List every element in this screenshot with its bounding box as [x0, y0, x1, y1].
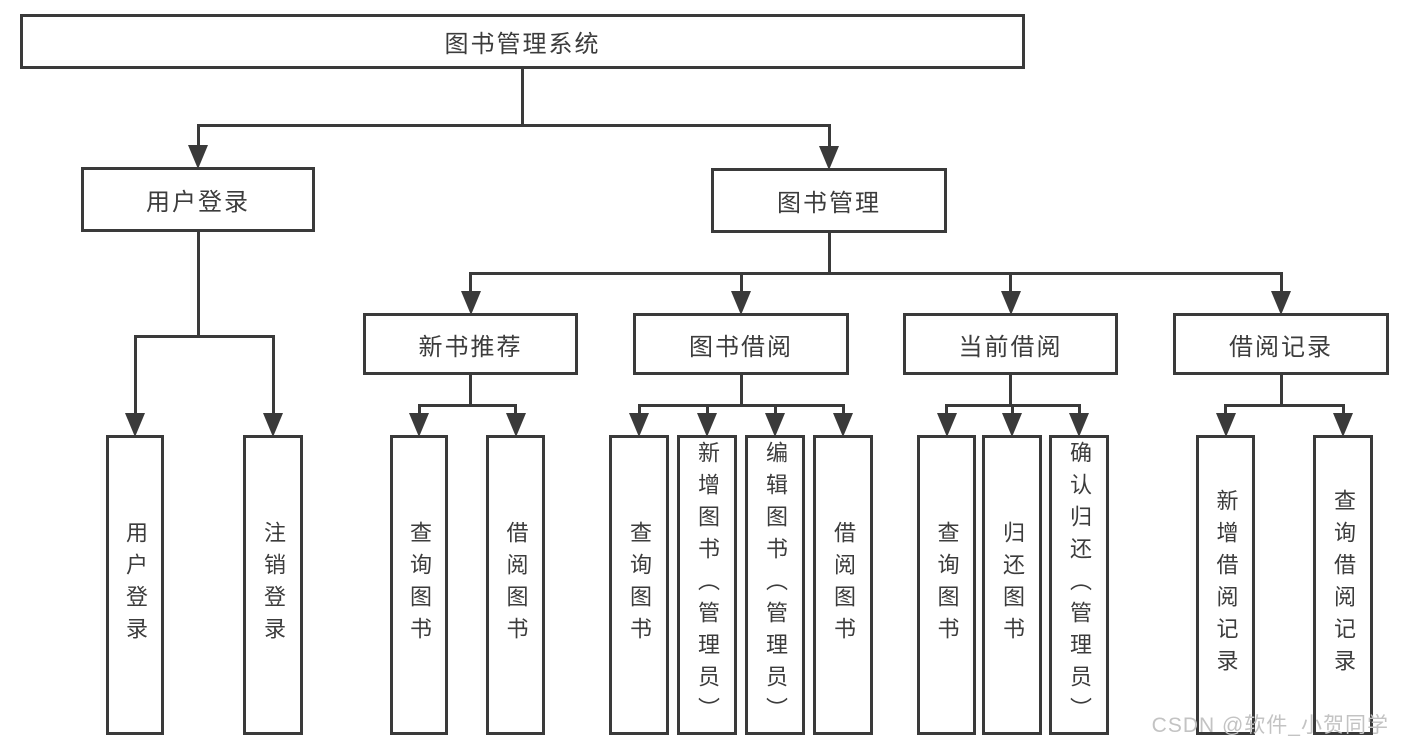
tree-node-label: 确认归还（管理员） — [1067, 441, 1092, 729]
tree-node-ul-logout: 注销登录 — [243, 435, 303, 735]
tree-node-label: 图书借阅 — [689, 333, 793, 361]
tree-node-br-add: 新增借阅记录 — [1196, 435, 1255, 735]
connector-line — [1224, 403, 1345, 407]
connector-line — [196, 123, 831, 127]
connector-line — [1279, 273, 1283, 291]
tree-node-cb-query: 查询图书 — [917, 435, 976, 735]
arrowhead-down-icon — [409, 413, 429, 437]
connector-line — [133, 336, 137, 413]
tree-node-label: 新书推荐 — [418, 333, 523, 361]
tree-node-label: 新增图书（管理员） — [695, 441, 720, 729]
arrowhead-down-icon — [1333, 413, 1353, 437]
connector-line — [196, 125, 200, 145]
tree-node-label: 图书管理 — [777, 190, 881, 217]
arrowhead-down-icon — [697, 413, 717, 437]
arrowhead-down-icon — [1002, 413, 1022, 437]
arrowhead-down-icon — [263, 413, 283, 437]
watermark: CSDN @软件_小贺同学 — [1151, 714, 1389, 737]
connector-line — [945, 405, 948, 413]
tree-node-label: 注销登录 — [261, 521, 286, 649]
arrowhead-down-icon — [1271, 291, 1291, 315]
tree-node-label: 查询图书 — [627, 521, 652, 649]
tree-node-label: 编辑图书（管理员） — [763, 441, 788, 729]
arrowhead-down-icon — [505, 413, 526, 437]
connector-line — [1077, 405, 1081, 413]
connector-line — [637, 403, 845, 407]
tree-node-current-borrow: 当前借阅 — [903, 313, 1118, 375]
connector-line — [514, 405, 517, 413]
tree-node-new-book-rec: 新书推荐 — [363, 313, 578, 375]
tree-node-bb-borrow: 借阅图书 — [813, 435, 873, 735]
connector-line — [739, 273, 743, 291]
tree-node-label: 借阅图书 — [831, 521, 856, 649]
tree-node-label: 查询图书 — [934, 521, 960, 649]
connector-line — [637, 405, 641, 413]
arrowhead-down-icon — [125, 413, 145, 437]
tree-node-label: 当前借阅 — [958, 333, 1063, 361]
tree-node-root: 图书管理系统 — [20, 14, 1025, 69]
connector-line — [739, 375, 743, 405]
connector-line — [827, 233, 831, 273]
tree-node-br-query: 查询借阅记录 — [1313, 435, 1373, 735]
connector-line — [133, 334, 275, 338]
connector-line — [469, 273, 472, 291]
tree-node-label: 借阅记录 — [1229, 333, 1333, 361]
tree-node-bb-edit: 编辑图书（管理员） — [745, 435, 805, 735]
tree-node-nbr-borrow: 借阅图书 — [486, 435, 545, 735]
tree-node-nbr-query: 查询图书 — [390, 435, 448, 735]
tree-node-label: 查询借阅记录 — [1331, 489, 1356, 681]
connector-line — [773, 405, 777, 413]
connector-line — [1009, 375, 1012, 405]
connector-line — [827, 125, 831, 146]
arrowhead-down-icon — [765, 413, 785, 437]
tree-node-label: 图书管理系统 — [444, 31, 601, 58]
connector-line — [196, 232, 200, 336]
connector-line — [469, 271, 1283, 275]
connector-line — [469, 375, 472, 405]
arrowhead-down-icon — [188, 145, 208, 169]
connector-line — [1341, 405, 1345, 413]
arrowhead-down-icon — [1215, 413, 1236, 437]
connector-line — [271, 336, 275, 413]
tree-node-bb-query: 查询图书 — [609, 435, 669, 735]
tree-node-label: 用户登录 — [146, 189, 250, 216]
arrowhead-down-icon — [833, 413, 853, 437]
tree-node-label: 新增借阅记录 — [1213, 489, 1239, 681]
arrowhead-down-icon — [1069, 413, 1089, 437]
connector-line — [521, 69, 524, 125]
tree-node-ul-login: 用户登录 — [106, 435, 164, 735]
arrowhead-down-icon — [731, 291, 751, 315]
connector-line — [417, 405, 421, 413]
tree-node-label: 归还图书 — [1000, 521, 1025, 649]
tree-node-cb-return: 归还图书 — [982, 435, 1042, 735]
arrowhead-down-icon — [819, 146, 839, 170]
tree-node-label: 查询图书 — [407, 521, 432, 649]
tree-node-bb-add: 新增图书（管理员） — [677, 435, 737, 735]
tree-node-book-borrow: 图书借阅 — [633, 313, 849, 375]
connector-line — [417, 403, 517, 407]
connector-line — [1009, 273, 1012, 291]
arrowhead-down-icon — [1000, 291, 1021, 315]
arrowhead-down-icon — [936, 413, 957, 437]
tree-node-borrow-records: 借阅记录 — [1173, 313, 1389, 375]
tree-node-label: 借阅图书 — [503, 521, 529, 649]
arrowhead-down-icon — [629, 413, 649, 437]
tree-node-cb-confirm: 确认归还（管理员） — [1049, 435, 1109, 735]
connector-line — [1010, 405, 1014, 413]
tree-node-label: 用户登录 — [123, 521, 148, 649]
connector-line — [1279, 375, 1283, 405]
arrowhead-down-icon — [460, 291, 481, 315]
connector-line — [841, 405, 845, 413]
connector-line — [1224, 405, 1227, 413]
tree-node-book-mgmt: 图书管理 — [711, 168, 947, 233]
connector-line — [705, 405, 709, 413]
tree-node-user-login: 用户登录 — [81, 167, 315, 232]
